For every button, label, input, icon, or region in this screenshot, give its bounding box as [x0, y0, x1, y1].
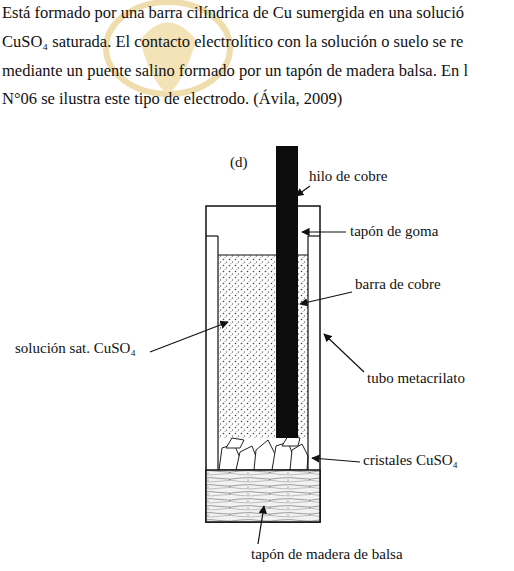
part-label: barra de cobre [354, 276, 442, 293]
paragraph-line: N°06 se ilustra este tipo de electrodo. … [2, 90, 342, 109]
part-label: tapón de goma [349, 223, 439, 240]
paragraph-line: mediante un puente salino formado por un… [2, 62, 468, 81]
part-label: tapón de madera de balsa [250, 546, 404, 563]
part-label: cristales CuSO₄ [362, 452, 459, 469]
figure-letter: (d) [229, 154, 249, 171]
paragraph-line: CuSO₄ saturada. El contacto electrolític… [2, 33, 463, 52]
part-label: solución sat. CuSO₄ [14, 340, 137, 357]
part-label: tubo metacrilato [366, 370, 466, 387]
paragraph-line: Está formado por una barra cilíndrica de… [2, 4, 464, 23]
part-label: hilo de cobre [308, 168, 388, 185]
